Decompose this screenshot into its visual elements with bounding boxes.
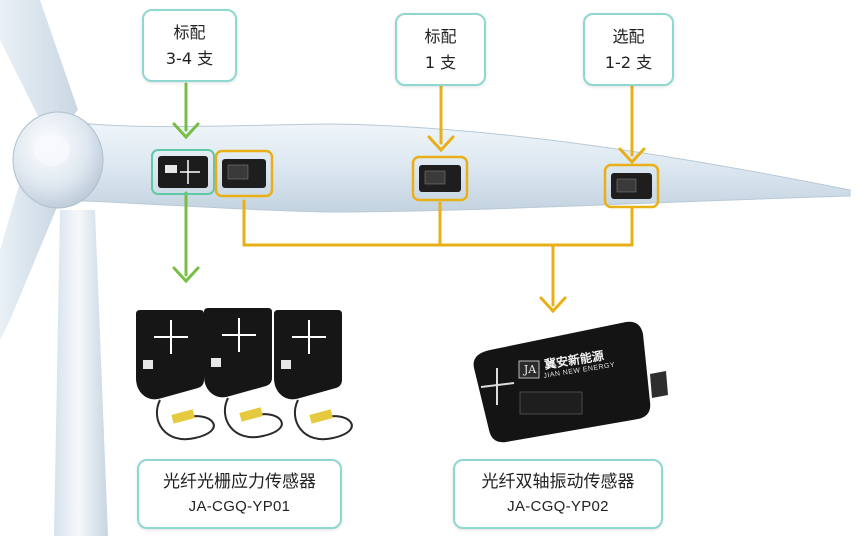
callout-vibration-standard: 标配 1 支 [395,13,486,86]
callout-vibration-optional: 选配 1-2 支 [583,13,674,86]
callout-line1: 选配 [612,26,645,46]
callout-line1: 标配 [173,22,206,42]
tower [54,210,108,536]
vibration-sensor-product [473,321,668,443]
blade-sensor-vibration-2 [411,155,469,202]
blade-sensor-vibration-3 [603,163,660,209]
callout-strain-standard: 标配 3-4 支 [142,9,237,82]
strain-sensor-product-3 [274,310,353,441]
upper-blade [0,0,78,140]
callout-line2: 1-2 支 [604,52,653,72]
gold-arrowhead-down [539,296,567,314]
green-arrowhead-down [172,266,200,284]
blade-sensor-vibration-1 [214,149,274,198]
product-label-vibration: 光纤双轴振动传感器 JA-CGQ-YP02 [453,459,663,529]
gold-arrowhead-1 [427,135,455,153]
product-model: JA-CGQ-YP02 [507,498,609,515]
product-name: 光纤光栅应力传感器 [163,472,316,492]
device-brand-logo: JA [523,363,537,376]
callout-line1: 标配 [424,26,457,46]
callout-line2: 1 支 [424,52,457,72]
product-name: 光纤双轴振动传感器 [481,472,635,492]
green-arrowhead-top [172,122,200,140]
strain-sensor-product-1 [136,310,215,441]
lower-blade [0,175,60,340]
blade-sensor-strain [151,149,215,195]
product-label-strain: 光纤光栅应力传感器 JA-CGQ-YP01 [137,459,342,529]
strain-sensor-product-2 [204,308,283,439]
callout-line2: 3-4 支 [165,48,214,68]
product-model: JA-CGQ-YP01 [188,498,291,515]
gold-arrowhead-2 [618,147,646,165]
